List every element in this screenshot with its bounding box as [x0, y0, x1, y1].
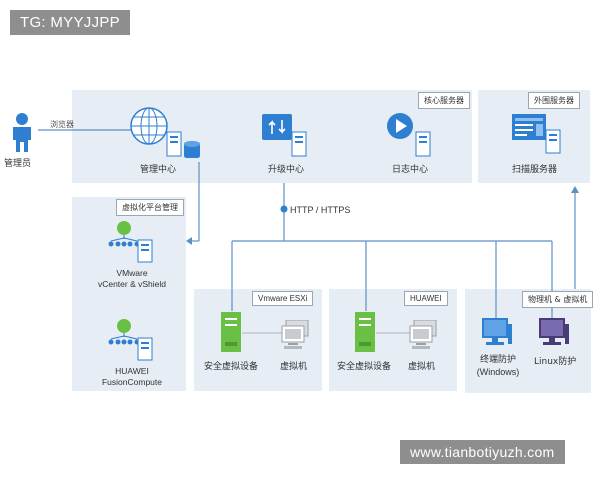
linux-pc-icon — [539, 318, 569, 345]
external-server-title: 外围服务器 — [528, 92, 580, 109]
core-item-label-1: 升级中心 — [268, 165, 305, 175]
vmware-title: Vmware ESXi — [252, 291, 314, 306]
huawei-security-appliance-icon — [355, 312, 375, 352]
watermark-bottom: www.tianbotiyuzh.com — [400, 440, 565, 464]
virt-platform-title: 虚拟化平台管理 — [116, 199, 184, 216]
windows-protection-line-0: 终端防护 — [479, 355, 516, 365]
upgrade-icon — [262, 114, 307, 157]
huawei-title: HUAWEI — [404, 291, 448, 306]
vcenter-label-line-0: VMware — [116, 268, 148, 278]
core-server-title: 核心服务器 — [418, 92, 470, 109]
admin-label: 管理员 — [4, 159, 32, 169]
windows-protection-line-1: (Windows) — [476, 367, 520, 377]
vcenter-tree-icon — [108, 221, 153, 263]
core-item-label-2: 日志中心 — [392, 165, 429, 175]
windows-pc-icon — [482, 318, 512, 345]
huawei-vm-icon — [409, 320, 437, 349]
huawei-panel — [329, 289, 457, 391]
core-item-label-0: 管理中心 — [140, 165, 177, 175]
fusioncompute-label-line-1: FusionCompute — [101, 377, 162, 387]
browser-link-label: 浏览器 — [50, 120, 74, 129]
scan-server-label: 扫描服务器 — [512, 165, 558, 175]
play-icon — [387, 113, 431, 157]
vmware-vm-icon — [281, 320, 309, 349]
huawei-device-label: 安全虚拟设备 — [337, 362, 392, 372]
vmware-vm-label: 虚拟机 — [280, 362, 308, 372]
huawei-vm-label: 虚拟机 — [408, 362, 436, 372]
vmware-device-label: 安全虚拟设备 — [204, 362, 259, 372]
vcenter-label: VMware vCenter & vShield — [92, 268, 172, 290]
vmware-security-appliance-icon — [221, 312, 241, 352]
watermark-top: TG: MYYJJPP — [10, 10, 130, 35]
physical-title: 物理机 & 虚拟机 — [522, 291, 594, 308]
fusioncompute-label-line-0: HUAWEI — [115, 366, 149, 376]
scan-server-icon — [512, 114, 561, 154]
linux-protection-label: Linux防护 — [534, 357, 577, 367]
fusioncompute-label: HUAWEI FusionCompute — [92, 366, 172, 388]
vcenter-label-line-1: vCenter & vShield — [97, 279, 167, 289]
globe-server-icon — [130, 107, 200, 158]
fusioncompute-tree-icon — [108, 319, 153, 361]
windows-protection-label: 终端防护 (Windows) — [474, 354, 522, 378]
protocol-label: HTTP / HTTPS — [290, 205, 351, 215]
admin-person-icon — [13, 113, 31, 152]
